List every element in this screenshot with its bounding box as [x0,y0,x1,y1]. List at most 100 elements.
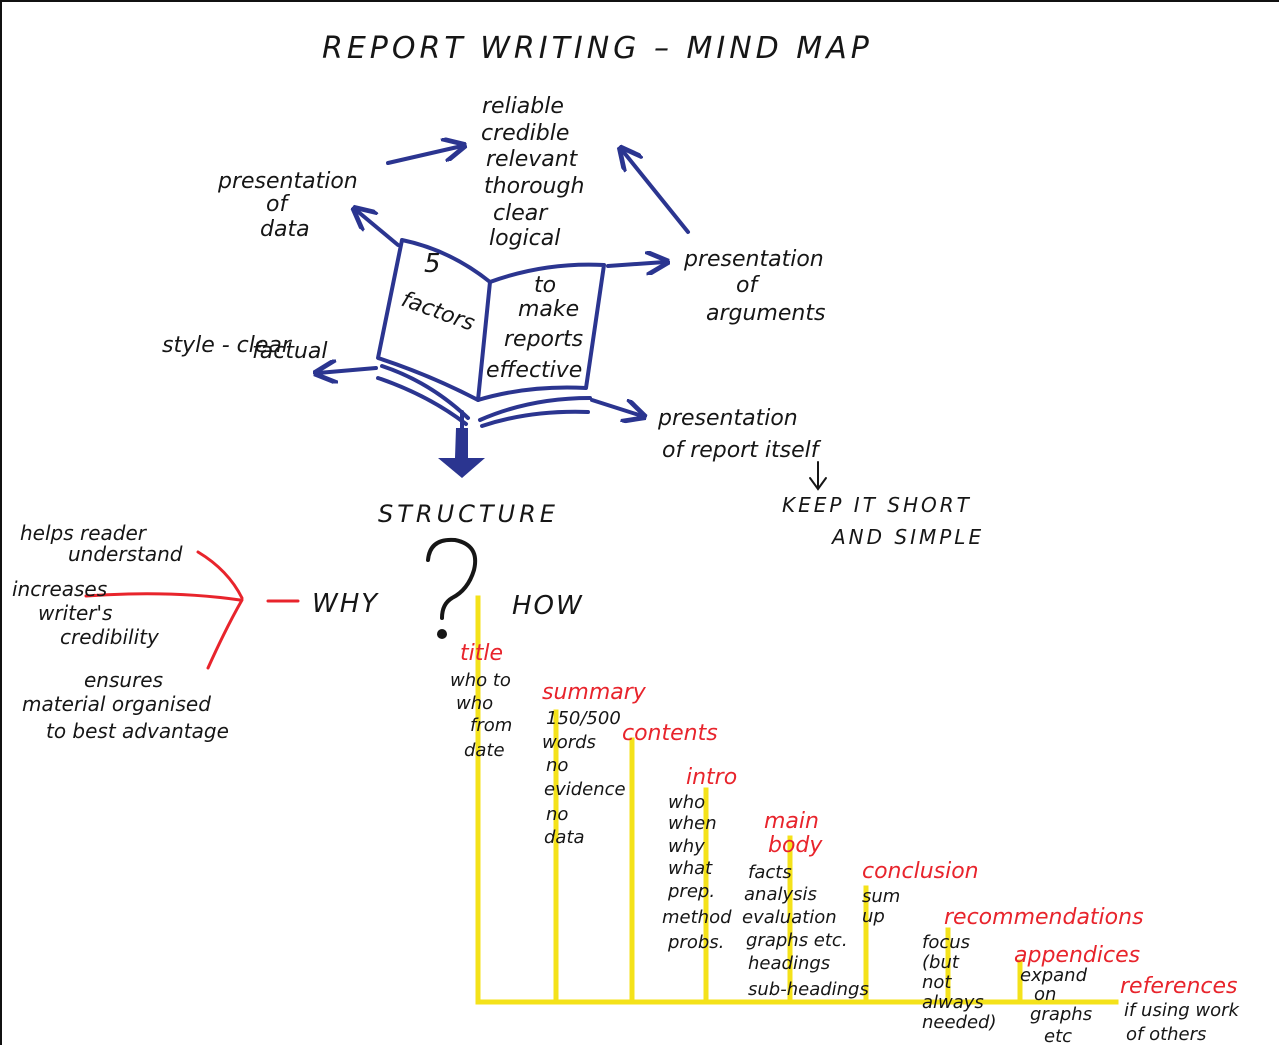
report-label: of report itself [662,438,822,463]
map-title: REPORT WRITING – MIND MAP [322,31,873,66]
reason-line: material organised [22,692,211,716]
reason-line: ensures [84,668,163,692]
section-heading-appendices: appendices [1014,943,1140,968]
note-line: data [544,827,585,848]
arguments-label: arguments [706,301,825,326]
style-label: style - clear [162,333,293,358]
arguments-label: presentation [683,247,824,272]
note-line: no [546,755,568,776]
note-line: expand [1020,965,1088,986]
note-line: sub-headings [748,979,869,1000]
question-mark-icon [426,537,478,639]
reason-line: writer's [38,601,112,625]
why-connector [84,550,300,670]
how-label: HOW [512,591,584,621]
quality-item: credible [481,121,569,146]
arrow-to-report [590,398,642,416]
data-label: data [260,217,310,242]
data-label: of [266,192,290,217]
note-line: evaluation [742,907,837,928]
kiss-note: KEEP IT SHORT AND SIMPLE [782,493,984,549]
book-left-text: 5 factors [398,249,478,337]
section-heading-intro: intro [686,765,737,790]
note-line: 150/500 [546,708,621,729]
note-line: analysis [744,884,817,905]
section-heading-contents: contents [622,721,718,746]
book-right-text: to make reports effective [486,273,583,383]
section-heading-title: title [460,641,503,666]
arguments-label: of [736,273,760,298]
section-heading-references: references [1120,974,1237,999]
note-line: etc [1044,1026,1072,1047]
reason-line: increases [12,577,107,601]
reason-line: helps reader [20,521,148,545]
down-arrow [809,461,827,491]
presentation-of-arguments: presentation of arguments [683,247,825,326]
reason-line: credibility [60,625,160,649]
section-heading-main-body: body [768,833,823,858]
book-label: effective [486,358,582,383]
quality-item: thorough [484,174,584,199]
note-line: if using work [1124,1000,1241,1021]
note-line: date [464,740,505,761]
book-label: reports [504,327,583,352]
book-label: to [534,273,556,298]
section-heading-recommendations: recommendations [944,905,1144,930]
note-line: evidence [544,779,626,800]
reason-line: understand [68,542,183,566]
book-label: factors [398,287,478,336]
section-heading-summary: summary [542,680,647,705]
note-line: when [668,813,717,834]
note-line: facts [748,862,792,883]
presentation-of-data: presentation of data [217,169,358,242]
section-headings: title summary contents intro main body c… [460,641,1237,999]
note-line: who [668,792,705,813]
note-line: on [1034,984,1056,1005]
quality-item: logical [489,226,560,251]
note-line: method [662,907,732,928]
qualities-list: reliable credible relevant thorough clea… [481,94,584,251]
arrow-to-data [356,210,400,247]
quality-item: clear [493,201,549,226]
note-line: up [862,906,885,927]
data-label: presentation [217,169,358,194]
section-timeline [475,595,1119,1005]
structure-arrow [438,428,485,478]
note-line: prep. [667,881,715,902]
note-line: probs. [667,932,724,953]
note-line: focus [922,932,970,953]
note-line: what [668,858,713,879]
note-line: from [470,715,512,736]
quality-item: reliable [482,94,564,119]
reason-line: to best advantage [46,719,229,743]
note-line: graphs etc. [746,930,848,951]
structure-heading: STRUCTURE [378,500,559,528]
note-line: headings [748,953,830,974]
note-line: words [542,732,596,753]
arrow-to-arguments [606,262,665,266]
book-label: 5 [424,249,441,279]
arrow-data-to-qualities [386,146,462,165]
book-icon [376,238,606,442]
arrow-to-style [318,368,378,373]
section-heading-conclusion: conclusion [862,859,979,884]
section-notes: who to who from date 150/500 words no ev… [450,670,1241,1047]
presentation-of-report: presentation of report itself [657,406,822,463]
note-line: not [922,972,952,993]
note-line: sum [862,886,900,907]
note-line: of others [1126,1024,1206,1045]
section-heading-main-body: main [764,809,819,834]
report-label: presentation [657,406,798,431]
quality-item: relevant [486,147,579,172]
note-line: why [668,836,705,857]
note-line: who [456,693,493,714]
why-reasons: helps reader understand increases writer… [12,521,229,743]
note-line: needed) [922,1012,997,1033]
note-line: always [922,992,984,1013]
arrow-arguments-to-qualities [622,150,690,234]
kiss-line: AND SIMPLE [830,525,984,549]
note-line: graphs [1030,1004,1092,1025]
note-line: (but [922,952,960,973]
kiss-line: KEEP IT SHORT [782,493,972,517]
